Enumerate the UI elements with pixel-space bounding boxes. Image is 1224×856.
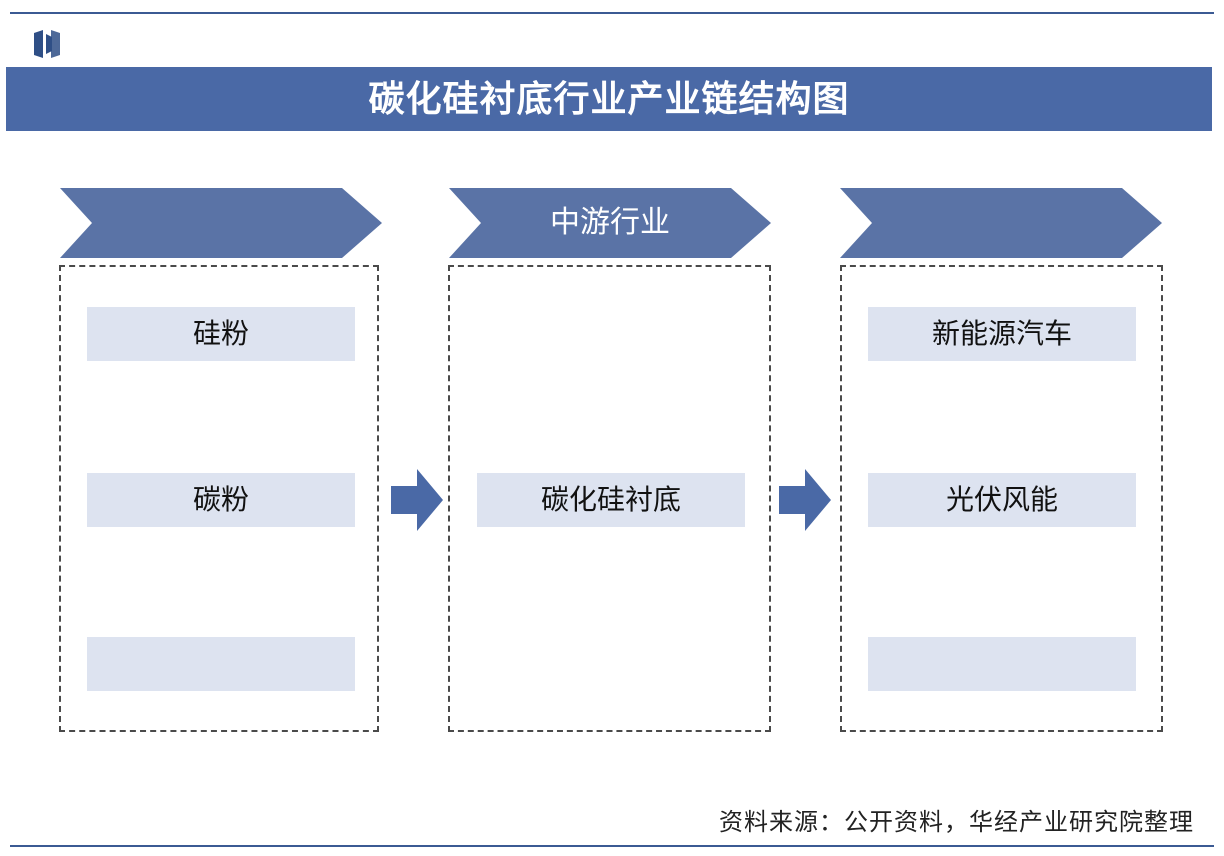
stage-downstream-chevron [840, 188, 1162, 258]
bottom-rule [10, 845, 1214, 847]
upstream-item-silicon-powder: 硅粉 [87, 307, 355, 361]
flow-arrow-icon [391, 469, 443, 531]
source-note: 资料来源：公开资料，华经产业研究院整理 [719, 808, 1194, 836]
stage-midstream-panel [448, 265, 771, 732]
downstream-item-nev: 新能源汽车 [868, 307, 1136, 361]
downstream-item-empty [868, 637, 1136, 691]
stage-upstream-label [60, 188, 382, 258]
stage-midstream-label: 中游行业 [550, 205, 670, 240]
flow-arrow-icon [779, 469, 831, 531]
stage-upstream-chevron [60, 188, 382, 258]
upstream-item-carbon-powder: 碳粉 [87, 473, 355, 527]
midstream-item-sic-substrate: 碳化硅衬底 [477, 473, 745, 527]
stage-upstream-panel [59, 265, 379, 732]
diagram-title: 碳化硅衬底行业产业链结构图 [368, 78, 850, 120]
stage-downstream-panel [840, 265, 1163, 732]
stage-midstream-chevron [449, 188, 771, 258]
brand-logo-icon [34, 30, 60, 58]
top-rule [10, 12, 1214, 14]
downstream-item-pv-wind: 光伏风能 [868, 473, 1136, 527]
stage-downstream-label [840, 188, 1162, 258]
title-bar [6, 67, 1212, 131]
upstream-item-empty [87, 637, 355, 691]
